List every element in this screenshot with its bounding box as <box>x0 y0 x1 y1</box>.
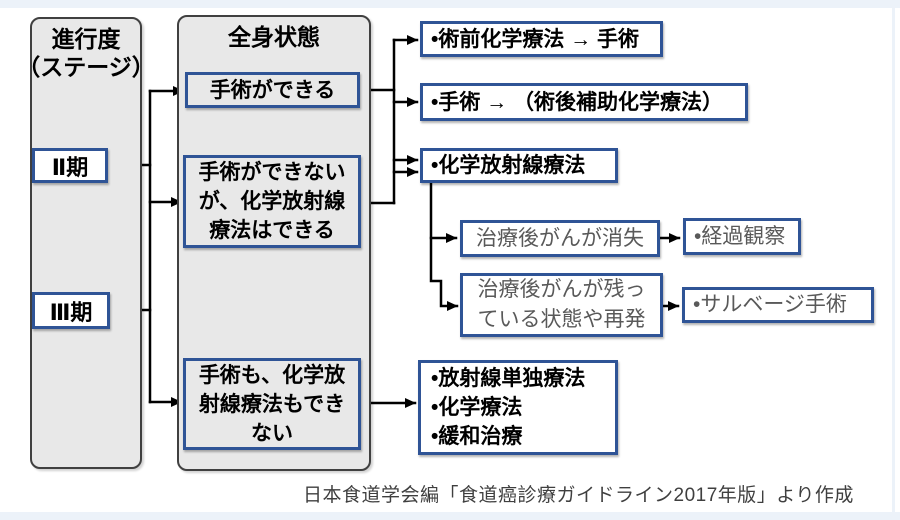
treatment-box-surgery-adjuvant: •手術 → （術後補助化学療法） <box>420 83 748 121</box>
action-box-followup: •経過観察 <box>683 218 801 255</box>
condition-box-chemoradiation-possible: 手術ができない が、化学放射線 療法はできる <box>183 155 361 248</box>
page-top-strip <box>0 0 900 8</box>
condition-column-title: 全身状態 <box>228 24 320 50</box>
stage-column-panel: 進行度 （ステージ） <box>17 17 155 469</box>
stage-column-title: 進行度 （ステージ） <box>17 26 155 80</box>
stage-box-3: Ⅲ期 <box>32 292 110 329</box>
action-box-salvage-surgery: •サルベージ手術 <box>682 287 874 323</box>
page-right-strip <box>892 8 895 512</box>
stage-box-2: Ⅱ期 <box>32 148 108 183</box>
source-caption: 日本食道学会編「食道癌診療ガイドライン2017年版」より作成 <box>303 485 854 506</box>
outcome-box-cancer-remains: 治療後がんが残っ ている状態や再発 <box>460 273 663 337</box>
treatment-box-neoadjuvant-surgery: •術前化学療法 → 手術 <box>420 21 663 57</box>
condition-box-operable: 手術ができる <box>185 72 360 108</box>
condition-box-no-treatment-possible: 手術も、化学放 射線療法もでき ない <box>183 358 361 450</box>
treatment-box-chemoradiation: •化学放射線療法 <box>420 148 618 183</box>
treatment-box-palliative-options: •放射線単独療法 •化学療法 •緩和治療 <box>418 360 618 455</box>
page-bottom-strip <box>0 512 900 520</box>
outcome-box-cancer-disappeared: 治療後がんが消失 <box>460 220 660 257</box>
